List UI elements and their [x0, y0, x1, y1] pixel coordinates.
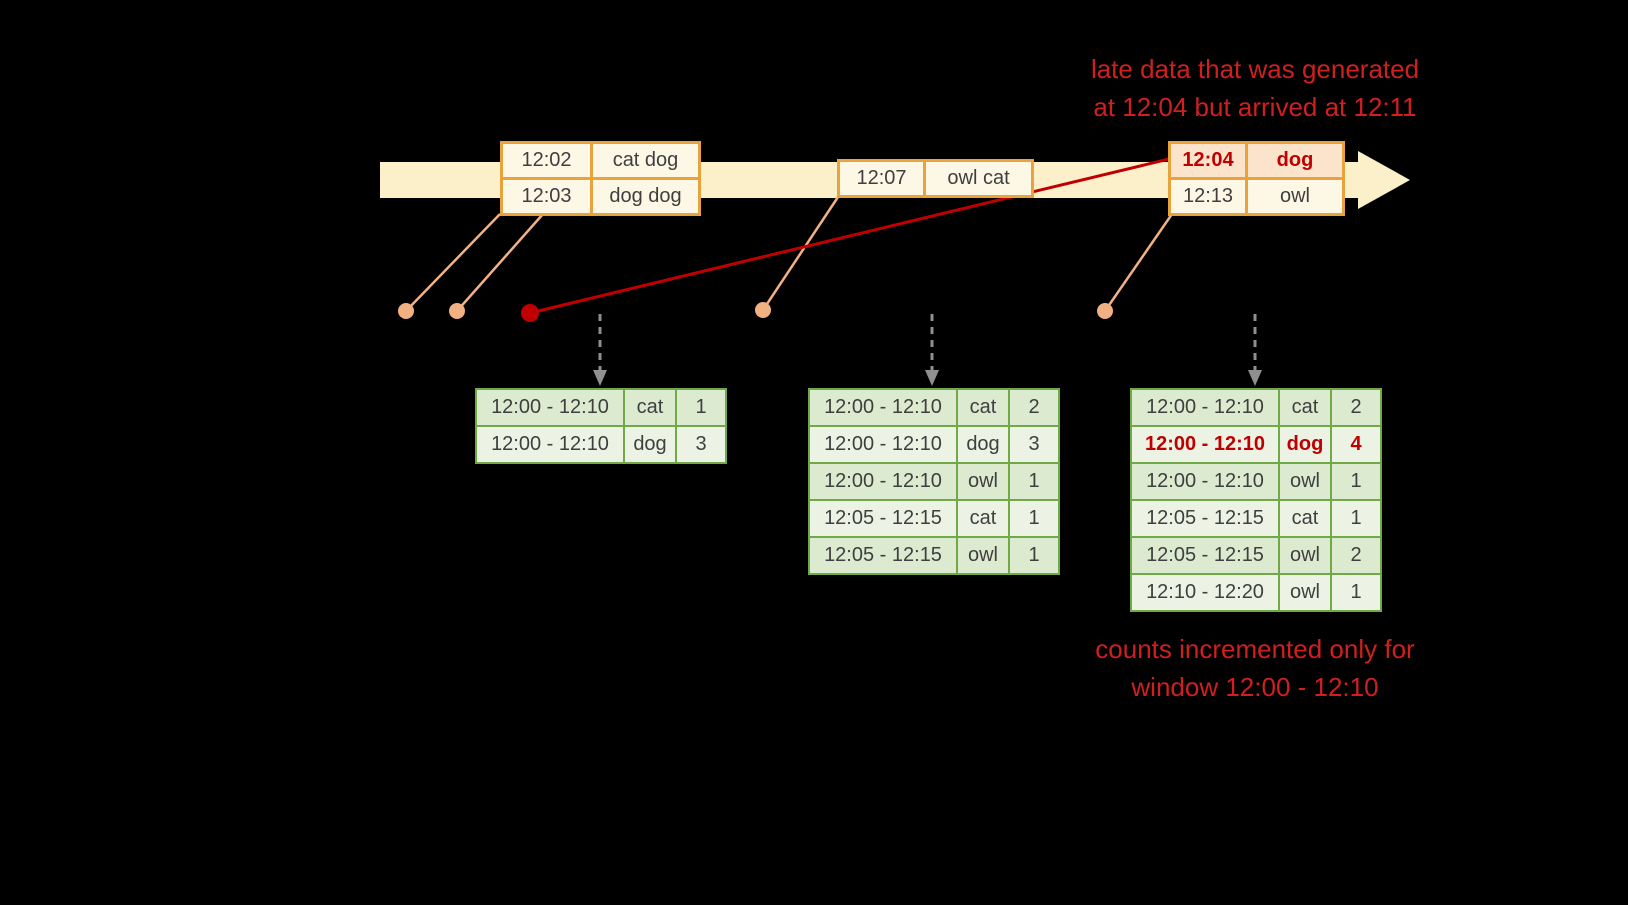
event-row: 12:03 dog dog [500, 177, 701, 216]
result-row: 12:05 - 12:15 owl 1 [808, 536, 1060, 575]
count-cell: 4 [1330, 425, 1382, 464]
event-box-1204-1213: 12:04 dog 12:13 owl [1168, 141, 1345, 216]
window-cell: 12:00 - 12:10 [808, 462, 958, 501]
event-connector-line-1213 [1103, 213, 1174, 312]
late-data-annotation: late data that was generated at 12:04 bu… [1015, 50, 1495, 126]
counts-incremented-annotation-line1: counts incremented only for [1095, 634, 1415, 664]
count-cell: 2 [1008, 388, 1060, 427]
event-words-cell: owl [1245, 177, 1345, 216]
timeline-arrowhead-icon [1358, 151, 1410, 209]
result-row: 12:10 - 12:20 owl 1 [1130, 573, 1382, 612]
result-row: 12:00 - 12:10 owl 1 [808, 462, 1060, 501]
event-dot-1213 [1097, 303, 1113, 319]
event-time-cell: 12:02 [500, 141, 593, 180]
word-cell: dog [623, 425, 677, 464]
event-words-cell: owl cat [923, 159, 1034, 198]
trigger-arrowhead-icon-1 [593, 370, 607, 386]
result-row: 12:00 - 12:10 dog 3 [475, 425, 727, 464]
event-box-1207: 12:07 owl cat [837, 159, 1034, 198]
trigger-arrowhead-icon-2 [925, 370, 939, 386]
result-row-late-updated: 12:00 - 12:10 dog 4 [1130, 425, 1382, 464]
event-row-late: 12:04 dog [1168, 141, 1345, 180]
word-cell: dog [1278, 425, 1332, 464]
window-cell: 12:05 - 12:15 [808, 536, 958, 575]
result-table-3: 12:00 - 12:10 cat 2 12:00 - 12:10 dog 4 … [1130, 388, 1382, 612]
window-cell: 12:00 - 12:10 [808, 388, 958, 427]
word-cell: owl [1278, 536, 1332, 575]
result-row: 12:00 - 12:10 dog 3 [808, 425, 1060, 464]
event-time-cell: 12:13 [1168, 177, 1248, 216]
word-cell: cat [623, 388, 677, 427]
event-time-cell: 12:07 [837, 159, 926, 198]
word-cell: owl [956, 462, 1010, 501]
word-cell: cat [956, 388, 1010, 427]
word-cell: owl [956, 536, 1010, 575]
result-row: 12:00 - 12:10 cat 1 [475, 388, 727, 427]
event-box-1202-1203: 12:02 cat dog 12:03 dog dog [500, 141, 701, 216]
count-cell: 1 [1008, 462, 1060, 501]
word-cell: cat [956, 499, 1010, 538]
window-cell: 12:05 - 12:15 [1130, 499, 1280, 538]
count-cell: 2 [1330, 536, 1382, 575]
event-connector-line-1202 [405, 213, 501, 312]
event-words-cell: dog [1245, 141, 1345, 180]
word-cell: dog [956, 425, 1010, 464]
count-cell: 3 [675, 425, 727, 464]
count-cell: 1 [675, 388, 727, 427]
counts-incremented-annotation-line2: window 12:00 - 12:10 [1131, 672, 1379, 702]
event-words-cell: dog dog [590, 177, 701, 216]
counts-incremented-annotation: counts incremented only for window 12:00… [1015, 630, 1495, 706]
event-words-cell: cat dog [590, 141, 701, 180]
late-data-connector-line [529, 157, 1170, 315]
result-row: 12:00 - 12:10 owl 1 [1130, 462, 1382, 501]
result-row: 12:05 - 12:15 owl 2 [1130, 536, 1382, 575]
event-connector-line-1203 [456, 213, 544, 312]
event-row: 12:13 owl [1168, 177, 1345, 216]
window-cell: 12:05 - 12:15 [1130, 536, 1280, 575]
result-table-1: 12:00 - 12:10 cat 1 12:00 - 12:10 dog 3 [475, 388, 727, 464]
window-cell: 12:00 - 12:10 [1130, 425, 1280, 464]
count-cell: 1 [1008, 536, 1060, 575]
result-row: 12:00 - 12:10 cat 2 [808, 388, 1060, 427]
count-cell: 3 [1008, 425, 1060, 464]
window-cell: 12:00 - 12:10 [1130, 462, 1280, 501]
late-data-annotation-line1: late data that was generated [1090, 54, 1420, 84]
result-table-2: 12:00 - 12:10 cat 2 12:00 - 12:10 dog 3 … [808, 388, 1060, 575]
late-data-annotation-line2: at 12:04 but arrived at 12:11 [1093, 92, 1417, 122]
window-cell: 12:00 - 12:10 [475, 388, 625, 427]
result-row: 12:00 - 12:10 cat 2 [1130, 388, 1382, 427]
window-cell: 12:00 - 12:10 [808, 425, 958, 464]
window-cell: 12:05 - 12:15 [808, 499, 958, 538]
event-time-cell: 12:03 [500, 177, 593, 216]
event-time-cell: 12:04 [1168, 141, 1248, 180]
event-connector-line-1207 [761, 196, 840, 311]
result-row: 12:05 - 12:15 cat 1 [808, 499, 1060, 538]
count-cell: 2 [1330, 388, 1382, 427]
trigger-arrowhead-icon-3 [1248, 370, 1262, 386]
word-cell: owl [1278, 462, 1332, 501]
word-cell: cat [1278, 388, 1332, 427]
count-cell: 1 [1330, 573, 1382, 612]
event-row: 12:07 owl cat [837, 159, 1034, 198]
count-cell: 1 [1008, 499, 1060, 538]
event-dot-1207 [755, 302, 771, 318]
count-cell: 1 [1330, 462, 1382, 501]
word-cell: cat [1278, 499, 1332, 538]
word-cell: owl [1278, 573, 1332, 612]
window-cell: 12:00 - 12:10 [1130, 388, 1280, 427]
count-cell: 1 [1330, 499, 1382, 538]
event-dot-1203 [449, 303, 465, 319]
window-cell: 12:00 - 12:10 [475, 425, 625, 464]
result-row: 12:05 - 12:15 cat 1 [1130, 499, 1382, 538]
event-dot-1202 [398, 303, 414, 319]
window-cell: 12:10 - 12:20 [1130, 573, 1280, 612]
event-row: 12:02 cat dog [500, 141, 701, 180]
late-event-dot-1204 [521, 304, 539, 322]
